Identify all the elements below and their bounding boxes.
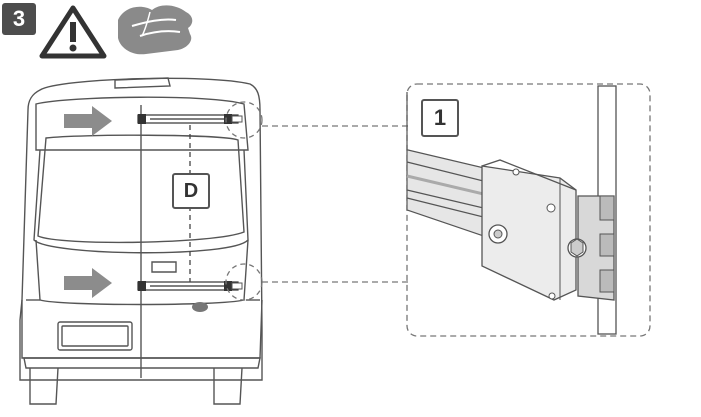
van-bottom-rail: [137, 281, 243, 291]
arrow-top-icon: [64, 106, 112, 136]
arrow-bottom-icon: [64, 268, 112, 298]
van-top-rail: [137, 114, 243, 124]
detail-callout-label: 1: [421, 99, 459, 137]
detail-view: [406, 85, 617, 335]
van-rear-view: [19, 77, 263, 405]
step-number-badge: 3: [2, 3, 36, 35]
warning-triangle-icon: [39, 5, 107, 59]
measurement-label-d: D: [172, 173, 210, 209]
detail-circle-top: [225, 101, 263, 139]
hands-handling-icon: [118, 5, 193, 55]
